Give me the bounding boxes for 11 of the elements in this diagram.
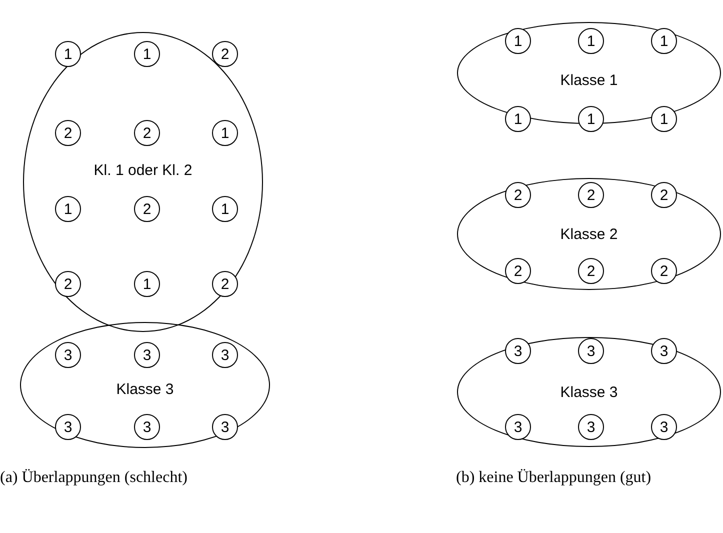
class-ellipse xyxy=(23,32,263,332)
class-label: Kl. 1 oder Kl. 2 xyxy=(94,163,192,178)
figure-caption: (b) keine Überlappungen (gut) xyxy=(456,468,652,488)
class-label: Klasse 3 xyxy=(116,382,174,397)
class-label: Klasse 1 xyxy=(560,73,618,88)
class-label: Klasse 2 xyxy=(560,227,618,242)
class-label: Klasse 3 xyxy=(560,385,618,400)
class-ellipse xyxy=(457,337,721,447)
class-ellipse xyxy=(457,178,721,290)
figure-caption: (a) Überlappungen (schlecht) xyxy=(0,468,188,488)
class-ellipse xyxy=(20,322,270,448)
